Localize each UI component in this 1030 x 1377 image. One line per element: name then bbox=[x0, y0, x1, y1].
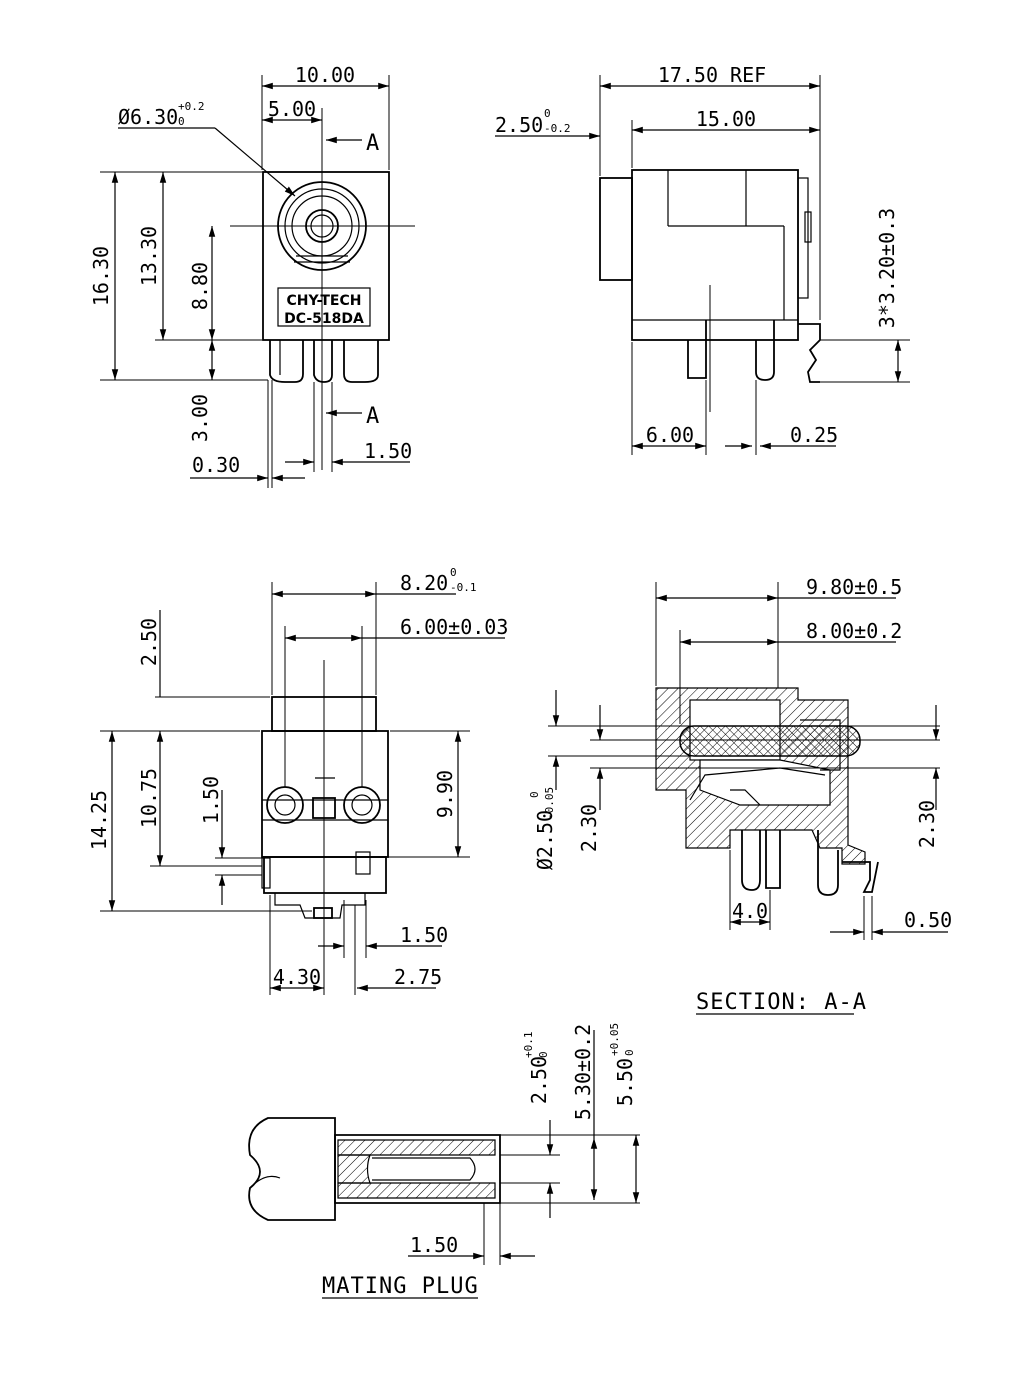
dim-section-pin-tol-high: 0 bbox=[528, 791, 541, 798]
dim-bottom-pin-offset-3: 2.75 bbox=[394, 965, 442, 989]
dim-bore-tol: +0.2 bbox=[178, 100, 205, 113]
side-pin-middle bbox=[755, 320, 775, 381]
front-body bbox=[262, 171, 390, 341]
front-pin-right bbox=[343, 340, 379, 383]
side-view: 17.50 REF 2.50 0 -0.2 15.00 6.00 0.25 3*… bbox=[495, 63, 910, 455]
dim-front-width: 10.00 bbox=[295, 63, 355, 87]
dim-plug-inner-tol-high: +0.1 bbox=[522, 1032, 535, 1059]
dim-plug-outer: 5.50 bbox=[613, 1058, 637, 1106]
dim-side-pin-pitch: 6.00 bbox=[646, 423, 694, 447]
dim-side-overall: 17.50 REF bbox=[658, 63, 766, 87]
dim-plug-inner: 2.50 bbox=[527, 1056, 551, 1104]
section-mark-bottom: A bbox=[366, 404, 380, 429]
brand-label: CHY-TECH bbox=[287, 293, 362, 309]
dim-pin-length: 3.00 bbox=[188, 394, 212, 442]
dim-front-height-center: 8.80 bbox=[188, 262, 212, 310]
front-pin-left bbox=[269, 340, 304, 383]
dim-bottom-front-ledge: 2.50 bbox=[137, 618, 161, 666]
dim-plug-middle: 5.30±0.2 bbox=[571, 1024, 595, 1120]
dim-bottom-pin-span: 9.90 bbox=[433, 770, 457, 818]
dim-pin-spacing: 1.50 bbox=[364, 439, 412, 463]
side-body bbox=[631, 169, 799, 341]
dim-pin-thickness: 0.30 bbox=[192, 453, 240, 477]
side-pin-right bbox=[798, 323, 821, 383]
model-label: DC-518DA bbox=[284, 311, 364, 327]
dim-side-pin-width: 0.25 bbox=[790, 423, 838, 447]
side-pin-left bbox=[687, 320, 707, 379]
side-front-collar bbox=[599, 177, 633, 281]
dim-side-front-offset-tol-low: -0.2 bbox=[544, 122, 571, 135]
dim-side-pin-height: 3*3.20±0.3 bbox=[875, 208, 899, 328]
dim-bore-tol-low: 0 bbox=[178, 115, 185, 128]
plug-title: MATING PLUG bbox=[322, 1274, 479, 1299]
bottom-body bbox=[261, 730, 389, 858]
dim-section-lead-thickness: 0.50 bbox=[904, 908, 952, 932]
dim-section-left-height: 2.30 bbox=[577, 804, 601, 852]
section-mark-top: A bbox=[366, 131, 380, 156]
section-center-pin bbox=[679, 725, 861, 757]
dim-section-pin-tol-low: -0.05 bbox=[543, 787, 556, 820]
section-view: 9.80±0.5 8.00±0.2 Ø2.50 0 -0.05 2.30 2.3… bbox=[528, 575, 952, 1015]
dim-side-front-offset: 2.50 bbox=[495, 113, 543, 137]
dim-side-body: 15.00 bbox=[696, 107, 756, 131]
dim-plug-outer-tol-low: 0 bbox=[623, 1049, 636, 1056]
dim-section-depth-outer: 9.80±0.5 bbox=[806, 575, 902, 599]
dim-front-half-width: 5.00 bbox=[268, 97, 316, 121]
bottom-pad-right bbox=[343, 786, 381, 824]
dim-bore: Ø6.30 bbox=[118, 105, 178, 129]
dim-bottom-width-tol-low: -0.1 bbox=[450, 581, 477, 594]
dim-bottom-pin-offset-2: 4.30 bbox=[273, 965, 321, 989]
bottom-pad-left bbox=[266, 786, 304, 824]
bottom-view: 8.20 0 -0.1 6.00±0.03 2.50 14.25 10.75 1… bbox=[87, 566, 508, 995]
section-title: SECTION: A-A bbox=[696, 990, 867, 1015]
front-logo-plate bbox=[277, 287, 371, 327]
dim-plug-tip: 1.50 bbox=[410, 1233, 458, 1257]
dim-bottom-body-height: 10.75 bbox=[137, 768, 161, 828]
front-pin-center bbox=[313, 340, 333, 383]
dim-section-right-height: 2.30 bbox=[915, 800, 939, 848]
dim-bottom-total-height: 14.25 bbox=[87, 790, 111, 850]
dim-plug-outer-tol-high: +0.05 bbox=[608, 1023, 621, 1056]
dim-bottom-overall-width: 8.20 bbox=[400, 571, 448, 595]
dim-section-depth-inner: 8.00±0.2 bbox=[806, 619, 902, 643]
dim-section-pin-gap: 4.0 bbox=[732, 899, 768, 923]
dim-side-front-offset-tol-high: 0 bbox=[544, 107, 551, 120]
plug-handle bbox=[248, 1117, 336, 1221]
dim-bottom-pin-offset-1: 1.50 bbox=[400, 923, 448, 947]
dim-front-height-body: 13.30 bbox=[137, 226, 161, 286]
front-view: CHY-TECH DC-518DA 10.00 5.00 Ø6.30 +0.2 … bbox=[89, 63, 415, 488]
dim-section-pin-diameter: Ø2.50 bbox=[533, 810, 557, 870]
dim-plug-inner-tol-low: 0 bbox=[537, 1051, 550, 1058]
mating-plug: 2.50 +0.1 0 5.30±0.2 5.50 +0.05 0 1.50 M… bbox=[248, 1023, 640, 1299]
dim-bottom-pad-height: 1.50 bbox=[199, 776, 223, 824]
dim-bottom-width-tol-high: 0 bbox=[450, 566, 457, 579]
dim-front-height-total: 16.30 bbox=[89, 246, 113, 306]
dim-bottom-inner-width: 6.00±0.03 bbox=[400, 615, 508, 639]
